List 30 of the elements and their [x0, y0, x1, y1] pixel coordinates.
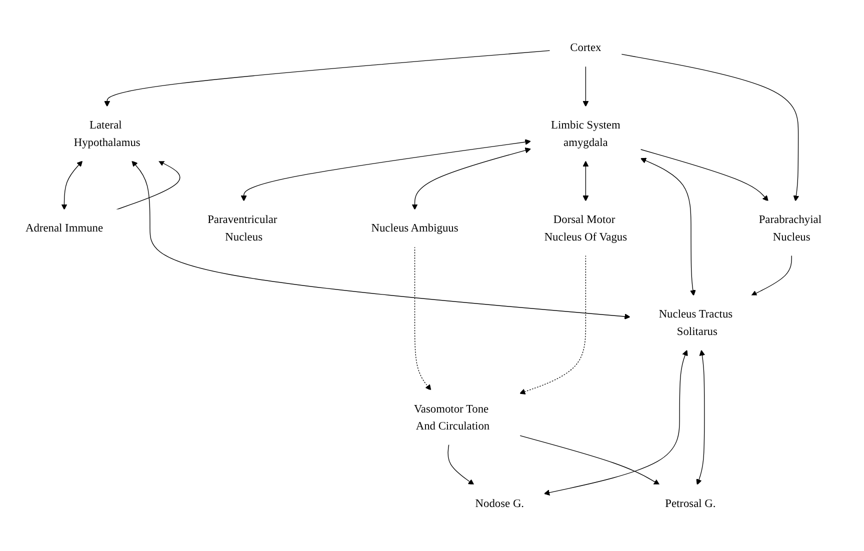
- arrow: [132, 160, 630, 320]
- node-text: Nucleus Tractus Solitarus: [658, 308, 733, 338]
- node-text: Lateral Hypothalamus: [74, 118, 140, 148]
- arrow: [582, 66, 589, 107]
- node-text: Petrosal G.: [665, 496, 716, 510]
- arrow: [582, 160, 589, 202]
- arrow: [116, 160, 180, 210]
- arrow: [414, 246, 432, 390]
- arrow: [751, 255, 792, 296]
- arrow: [520, 255, 586, 394]
- arrow: [640, 149, 768, 202]
- arrow: [544, 350, 688, 496]
- arrow: [696, 350, 706, 485]
- node-text: Adrenal Immune: [25, 222, 104, 234]
- node-text: Cortex: [570, 41, 602, 54]
- arrow: [412, 148, 531, 210]
- node-text: Nodose G.: [475, 496, 524, 510]
- arrow: [448, 444, 474, 485]
- arrow: [104, 50, 550, 107]
- node-text: Paraventricular Nucleus: [208, 213, 278, 243]
- arrow: [621, 54, 800, 202]
- arrow: [61, 160, 83, 210]
- arrow: [640, 158, 696, 296]
- node-text: Dorsal Motor Nucleus Of Vagus: [544, 213, 628, 243]
- node-text: Limbic System amygdala: [551, 118, 620, 148]
- node-text: Nucleus Ambiguus: [371, 222, 458, 234]
- node-text: Parabrachyial Nucleus: [758, 213, 822, 243]
- arrow: [240, 139, 531, 202]
- node-text: Vasomotor Tone And Circulation: [414, 402, 490, 432]
- arrow: [519, 435, 660, 485]
